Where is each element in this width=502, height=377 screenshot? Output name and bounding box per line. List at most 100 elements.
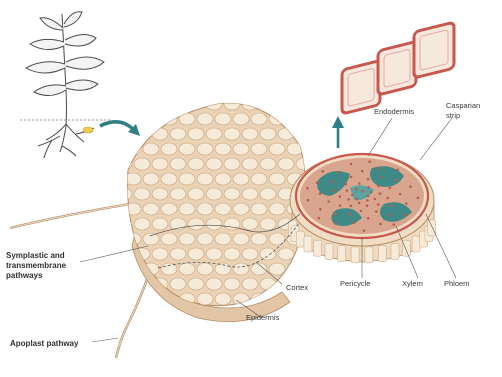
stele-cell-dot (345, 183, 348, 186)
stele-cell-dot (377, 167, 380, 170)
stele-cell-dot (337, 171, 340, 174)
cortex-cell (143, 143, 159, 155)
cortex-cell (143, 293, 159, 305)
cortex-cell (179, 143, 195, 155)
cortex-cell (179, 203, 195, 215)
cortex-cell (242, 128, 258, 140)
cortex-cell (161, 203, 177, 215)
stele-cell-dot (379, 192, 382, 195)
cortex-cell (206, 218, 222, 230)
cortex-cell (242, 248, 258, 260)
cortex-cell (206, 248, 222, 260)
stele-cell-dot (375, 210, 378, 213)
cortex-cell (260, 128, 276, 140)
cortex-cell (116, 188, 132, 200)
cortex-cell (161, 173, 177, 185)
stele-cell-dot (350, 163, 353, 166)
cortex-cell (206, 278, 222, 290)
cortex-cell (215, 173, 231, 185)
up-arrow-icon (332, 116, 344, 148)
cortex-cell (197, 203, 213, 215)
stele-cell-dot (361, 170, 364, 173)
epidermis-cell (378, 246, 386, 262)
cortex-cell (197, 233, 213, 245)
stele-cell-dot (319, 192, 322, 195)
stele-cell-dot (363, 229, 366, 232)
cortex-cell (215, 143, 231, 155)
cortex-cell (278, 98, 294, 110)
cortex-cell (269, 173, 285, 185)
cortex-cell (287, 293, 303, 305)
epidermis-cell (351, 247, 359, 263)
label-pericycle: Pericycle (340, 279, 370, 288)
epidermis-cell (314, 240, 322, 256)
cortex-cell (197, 113, 213, 125)
cortex-cell (260, 98, 276, 110)
stele-cell-dot (316, 182, 319, 185)
stele-cell-dot (393, 223, 396, 226)
stele-cell-dot (367, 195, 370, 198)
cortex-cell (188, 158, 204, 170)
cortex-cell (233, 113, 249, 125)
cortex-cell (269, 263, 285, 275)
cortex-cell (197, 173, 213, 185)
cortex-cell (206, 98, 222, 110)
stele-cell-dot (319, 208, 322, 211)
epidermis-cell (391, 244, 399, 260)
stele-cell-dot (358, 182, 361, 185)
cortex-cell (251, 233, 267, 245)
stele-cell-dot (335, 222, 338, 225)
cortex-cell (251, 143, 267, 155)
cortex-cell (179, 173, 195, 185)
stele-cell-dot (351, 194, 354, 197)
cortex-cell (152, 128, 168, 140)
stele-cell-dot (370, 191, 373, 194)
cortex-cell (188, 278, 204, 290)
cortex-cell (224, 128, 240, 140)
cortex-cell (116, 128, 132, 140)
stele-cell-dot (339, 195, 342, 198)
curved-arrow-icon (100, 122, 140, 136)
stele-cell-dot (350, 205, 353, 208)
cortex-cell (251, 173, 267, 185)
cortex-cell (260, 158, 276, 170)
stele-cell-dot (349, 213, 352, 216)
cortex-cell (224, 188, 240, 200)
stele-cell-dot (353, 222, 356, 225)
cortex-cell (224, 278, 240, 290)
cortex-cell (188, 128, 204, 140)
stele-cell-dot (390, 204, 393, 207)
stele-cell-dot (332, 189, 335, 192)
cortex-cell (233, 263, 249, 275)
cortex-cell (161, 143, 177, 155)
cortex-cell (287, 113, 303, 125)
cortex-cell (170, 128, 186, 140)
cortex-cell (278, 158, 294, 170)
cortex-cell (170, 158, 186, 170)
stele-cell-dot (356, 198, 359, 201)
cortex-cell (179, 233, 195, 245)
cortex-cell (143, 203, 159, 215)
cortex-cell (143, 233, 159, 245)
epidermis-cell (304, 236, 312, 252)
cortex-cell (197, 143, 213, 155)
cortex-cell (242, 278, 258, 290)
stele-cell-dot (380, 176, 383, 179)
stele-cell-dot (368, 160, 371, 163)
cortex-cell (125, 143, 141, 155)
stele-cell-dot (350, 176, 353, 179)
epidermis-cell (365, 247, 373, 263)
cortex-cell (116, 218, 132, 230)
cortex-cell (260, 188, 276, 200)
cortex-cell (188, 188, 204, 200)
stele-cell-dot (405, 202, 408, 205)
cortex-cell (152, 98, 168, 110)
cortex-cell (143, 113, 159, 125)
stele-cell-dot (306, 187, 309, 190)
stele-cell-dot (388, 214, 391, 217)
cortex-cell (224, 158, 240, 170)
cortex-cell (188, 98, 204, 110)
cortex-cell (152, 218, 168, 230)
epidermis-cell (325, 244, 333, 260)
